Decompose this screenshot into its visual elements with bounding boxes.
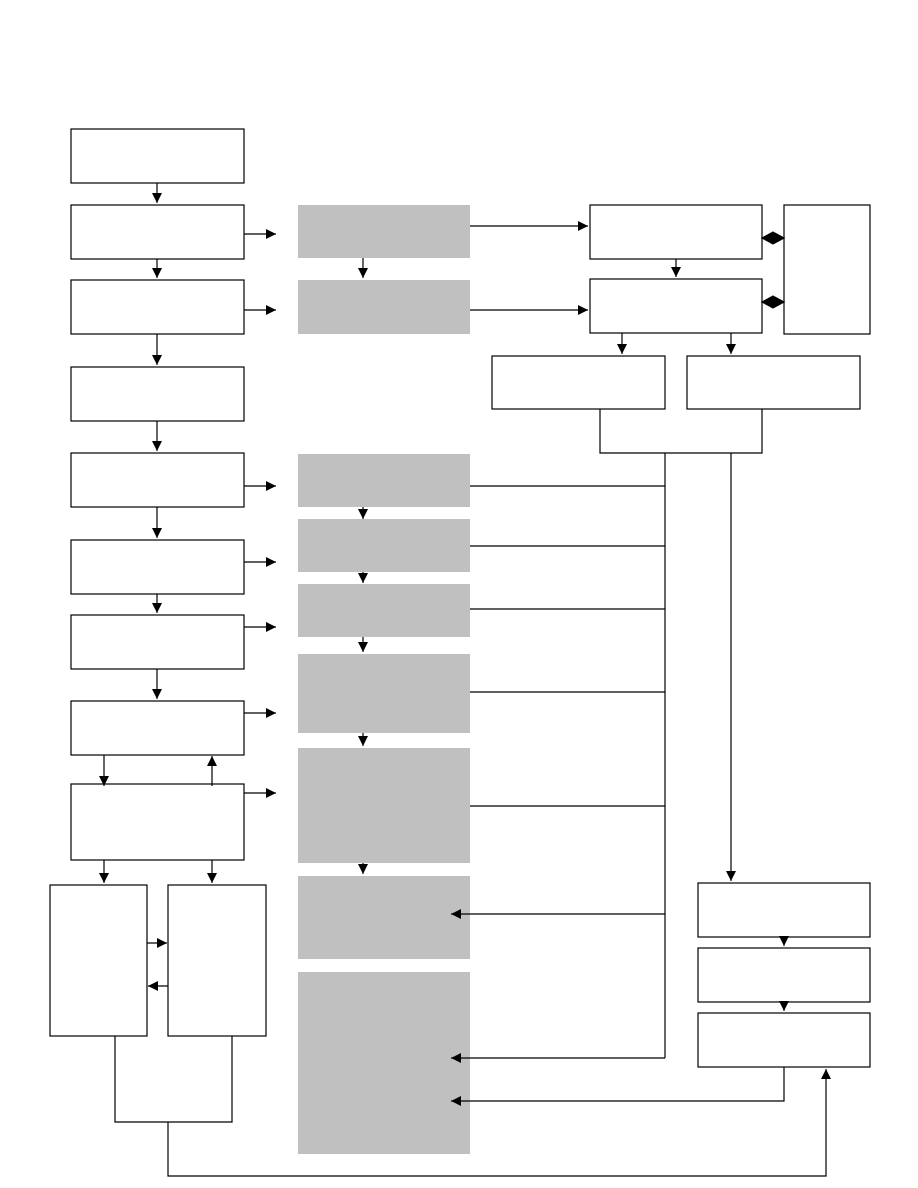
bidirectional-connector (760, 295, 786, 309)
node-right-sub-a (491, 355, 666, 410)
line-connector (599, 409, 763, 454)
node-box (491, 355, 666, 410)
node-box (589, 278, 763, 334)
node-far-right-3 (697, 1012, 871, 1068)
node-left-6 (70, 539, 245, 595)
node-box (298, 654, 470, 733)
node-box (70, 614, 245, 670)
node-box (298, 876, 470, 959)
node-mid-5 (298, 584, 470, 637)
node-bottom-left-a (49, 884, 148, 1037)
node-right-sub-b (686, 355, 861, 410)
node-bottom-left-b (167, 884, 267, 1037)
node-left-2 (70, 204, 245, 260)
bidirectional-connector (760, 231, 786, 245)
node-right-2 (589, 278, 763, 334)
node-far-right-1 (697, 882, 871, 938)
node-box (686, 355, 861, 410)
node-box (70, 204, 245, 260)
node-box (697, 1012, 871, 1068)
node-left-8 (70, 700, 245, 756)
arrow-connector (451, 1067, 785, 1106)
node-box (783, 204, 871, 335)
node-box (298, 280, 470, 334)
connector-layer (99, 183, 831, 1177)
arrow-connector (167, 1069, 831, 1177)
node-box (697, 882, 871, 938)
node-left-3 (70, 279, 245, 335)
node-layer (49, 128, 871, 1154)
node-left-5 (70, 452, 245, 508)
node-box (298, 454, 470, 507)
node-box (298, 748, 470, 863)
node-box (70, 366, 245, 422)
node-mid-3 (298, 454, 470, 507)
node-box (298, 972, 470, 1154)
node-box (70, 700, 245, 756)
node-box (298, 205, 470, 258)
node-mid-4 (298, 519, 470, 572)
node-box (70, 452, 245, 508)
node-box (70, 279, 245, 335)
node-right-1 (589, 204, 763, 260)
node-left-1 (70, 128, 245, 184)
node-box (697, 947, 871, 1003)
node-left-4 (70, 366, 245, 422)
node-box (298, 519, 470, 572)
node-box (589, 204, 763, 260)
node-mid-8 (298, 876, 470, 959)
node-box (70, 783, 245, 861)
node-left-9 (70, 783, 245, 861)
node-box (298, 584, 470, 637)
node-right-side (783, 204, 871, 335)
line-connector (114, 1036, 233, 1123)
node-left-7 (70, 614, 245, 670)
node-box (167, 884, 267, 1037)
node-box (49, 884, 148, 1037)
node-mid-9 (298, 972, 470, 1154)
node-mid-7 (298, 748, 470, 863)
node-mid-2 (298, 280, 470, 334)
node-mid-1 (298, 205, 470, 258)
node-box (70, 539, 245, 595)
node-far-right-2 (697, 947, 871, 1003)
node-mid-6 (298, 654, 470, 733)
node-box (70, 128, 245, 184)
